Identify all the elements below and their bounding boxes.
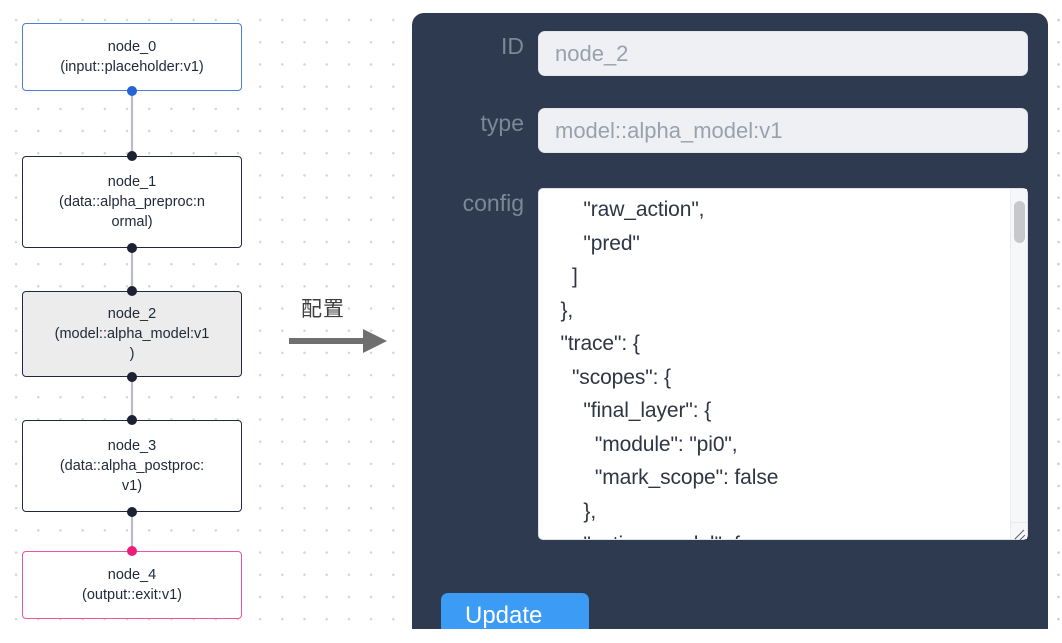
node-handle-target-node_4[interactable]	[127, 546, 137, 556]
resize-handle-icon[interactable]	[1010, 522, 1027, 539]
config-textarea[interactable]: "raw_action", "pred" ] }, "trace": { "sc…	[538, 188, 1028, 540]
graph-node-node_2[interactable]: node_2 (model::alpha_model:v1 )	[22, 291, 242, 377]
node-handle-source-node_2[interactable]	[127, 372, 137, 382]
node-subtitle: (output::exit:v1)	[82, 587, 182, 603]
transition-label: 配置	[301, 297, 345, 321]
node-handle-target-node_1[interactable]	[127, 151, 137, 161]
node-handle-source-node_3[interactable]	[127, 507, 137, 517]
node-handle-target-node_3[interactable]	[127, 415, 137, 425]
node-handle-source-node_0[interactable]	[127, 86, 137, 96]
field-row-id: ID	[434, 31, 1028, 76]
node-config-panel: ID type config "raw_action", "pred" ] },…	[412, 13, 1048, 629]
node-handle-source-node_1[interactable]	[127, 243, 137, 253]
transition-annotation: 配置	[289, 296, 393, 358]
arrow-right-icon	[289, 329, 387, 353]
node-subtitle: (data::alpha_preproc:n ormal)	[59, 194, 205, 230]
config-scrollbar[interactable]	[1010, 189, 1027, 539]
label-config: config	[462, 190, 524, 216]
node-subtitle: (input::placeholder:v1)	[60, 59, 204, 75]
graph-node-node_0[interactable]: node_0 (input::placeholder:v1)	[22, 23, 242, 91]
node-title: node_2	[107, 306, 157, 322]
label-type: type	[480, 110, 524, 136]
node-handle-target-node_2[interactable]	[127, 286, 137, 296]
config-textarea-wrapper: "raw_action", "pred" ] }, "trace": { "sc…	[538, 188, 1028, 540]
config-scrollbar-thumb[interactable]	[1014, 201, 1025, 243]
graph-node-node_1[interactable]: node_1 (data::alpha_preproc:n ormal)	[22, 156, 242, 248]
node-subtitle: (model::alpha_model:v1 )	[54, 326, 210, 362]
graph-node-node_4[interactable]: node_4 (output::exit:v1)	[22, 551, 242, 619]
id-input[interactable]	[538, 31, 1028, 76]
field-row-config: config "raw_action", "pred" ] }, "trace"…	[434, 188, 1028, 540]
graph-canvas[interactable]: node_0 (input::placeholder:v1) node_1 (d…	[0, 0, 396, 629]
label-id: ID	[501, 33, 524, 59]
type-input[interactable]	[538, 108, 1028, 153]
field-row-type: type	[434, 108, 1028, 153]
node-title: node_4	[107, 567, 157, 583]
node-title: node_3	[107, 438, 157, 454]
graph-node-node_3[interactable]: node_3 (data::alpha_postproc: v1)	[22, 420, 242, 512]
node-title: node_1	[107, 174, 157, 190]
node-title: node_0	[107, 39, 157, 55]
update-button[interactable]: Update	[441, 593, 589, 629]
node-subtitle: (data::alpha_postproc: v1)	[59, 458, 205, 494]
